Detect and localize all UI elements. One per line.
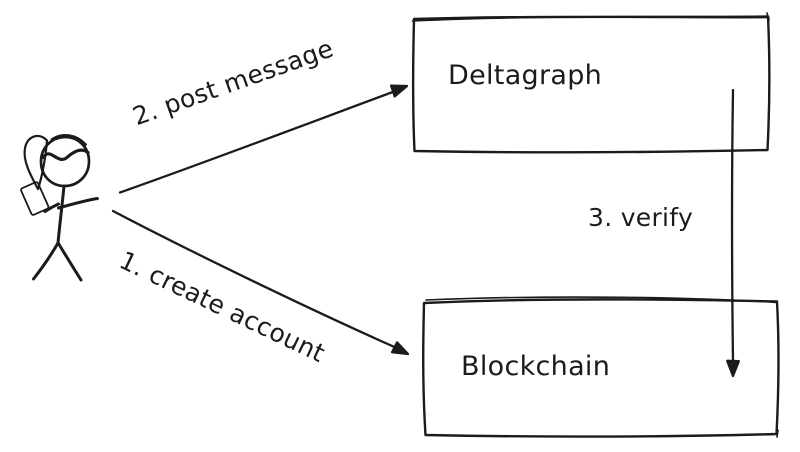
arrow-create-account-line xyxy=(111,209,402,351)
arrow-create-account xyxy=(111,209,410,356)
arrow-create-account-head xyxy=(390,341,410,356)
deltagraph-node-border-sketch xyxy=(411,12,770,22)
person-hair-top xyxy=(50,134,87,146)
arrow-verify xyxy=(726,88,740,378)
person-badge xyxy=(20,181,50,216)
person-hair-wave xyxy=(41,148,90,161)
person-arm-right xyxy=(57,197,99,210)
deltagraph-node xyxy=(411,12,771,154)
arrow-post-message xyxy=(118,84,409,194)
person-leg-right xyxy=(57,242,83,282)
arrow-post-message-line xyxy=(118,88,401,194)
person-body xyxy=(56,184,66,245)
person-ponytail xyxy=(23,134,49,191)
arrow-verify-line xyxy=(730,88,735,364)
blockchain-node-border-sketch xyxy=(425,296,779,438)
blockchain-node-border xyxy=(422,298,780,438)
blockchain-node-label: Blockchain xyxy=(461,351,611,382)
deltagraph-node-label: Deltagraph xyxy=(448,60,603,91)
blockchain-node xyxy=(422,296,780,438)
arrow-verify-head xyxy=(726,359,740,378)
arrow-post-message-head xyxy=(389,84,409,98)
stick-figure-person-icon xyxy=(20,134,99,282)
edge-label-verify: 3. verify xyxy=(588,203,694,232)
person-leg-left xyxy=(32,241,60,281)
person-head xyxy=(39,135,91,188)
person-arm-left xyxy=(43,202,60,213)
